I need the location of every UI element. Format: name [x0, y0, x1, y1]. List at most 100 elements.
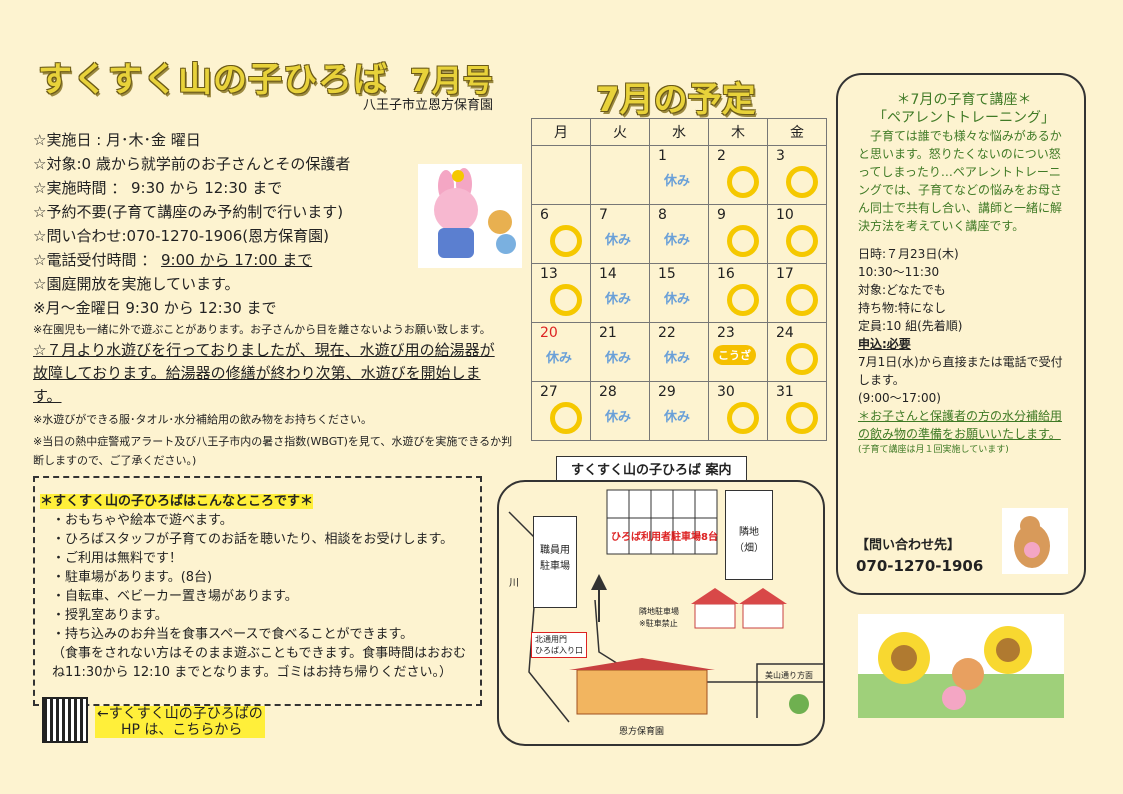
weekday-header: 水 [649, 118, 709, 146]
hp-line2: HP は、こちらから [121, 722, 243, 738]
calendar-day: 29 休み [649, 381, 709, 441]
open-day-icon [550, 402, 582, 434]
phone-hours-value: 9:00 から 17:00 まで [161, 251, 313, 269]
day-number: 28 [599, 384, 617, 400]
info-note2: ※水遊びができる服･タオル･水分補給用の飲み物をお持ちください。 [33, 413, 372, 426]
course-description: 子育ては誰でも様々な悩みがあるかと思います。怒りたくないのについ怒ってしまったり… [858, 129, 1063, 233]
about-item: （食事をされない方はそのまま遊ぶこともできます。食事時間はおおむ [52, 646, 467, 661]
info-garden: ☆園庭開放を実施しています。 [33, 275, 240, 293]
day-number: 31 [776, 384, 794, 400]
contact-label: 【問い合わせ先】 [856, 538, 961, 553]
sunflower-illustration [858, 614, 1064, 718]
course-date: 日時:７月23日(木) [858, 247, 959, 261]
day-number: 22 [658, 325, 676, 341]
about-item: ね11:30から 12:10 までとなります。ゴミはお持ち帰りください。） [52, 665, 453, 680]
rest-day-label: 休み [605, 351, 632, 366]
map-area: 職員用駐車場 川 ひろば利用者駐車場8台 隣地（畑） 隣地駐車場 ※駐車禁止 北… [497, 480, 825, 746]
calendar-day [590, 145, 650, 205]
rest-day-label: 休み [664, 174, 691, 189]
field-label: 隣地（畑） [725, 490, 773, 580]
day-number: 14 [599, 266, 617, 282]
calendar-day: 20 休み [531, 322, 591, 382]
staff-parking-label: 職員用駐車場 [533, 516, 577, 608]
calendar-day: 9 [708, 204, 768, 264]
rest-day-label: 休み [664, 292, 691, 307]
calendar-day: 15 休み [649, 263, 709, 323]
course-drink-note: ＊お子さんと保護者の方の水分補給用の飲み物の準備をお願いいたします。 [858, 409, 1063, 441]
course-heading: ＊7月の子育て講座＊ [896, 92, 1032, 108]
day-number: 7 [599, 207, 608, 223]
contact-phone: 070-1270-1906 [856, 557, 984, 575]
day-number: 16 [717, 266, 735, 282]
weekday-header: 木 [708, 118, 768, 146]
course-day-badge: こうざ [713, 345, 756, 365]
day-number: 6 [540, 207, 549, 223]
open-day-icon [786, 166, 818, 198]
course-apply: 7月1日(水)から直接または電話で受付します。 [858, 355, 1063, 387]
rest-day-label: 休み [664, 233, 691, 248]
kangaroo-illustration [1002, 508, 1068, 574]
calendar-day [531, 145, 591, 205]
info-target: ☆対象:0 歳から就学前のお子さんとその保護者 [33, 155, 351, 173]
calendar-day: 28 休み [590, 381, 650, 441]
rest-day-label: 休み [664, 351, 691, 366]
qr-code[interactable] [42, 697, 88, 743]
rest-day-label: 休み [605, 410, 632, 425]
day-number: 15 [658, 266, 676, 282]
info-days: ☆実施日 : 月･木･金 曜日 [33, 131, 201, 149]
title-text: すくすく山の子ひろば [38, 60, 388, 100]
calendar-day: 27 [531, 381, 591, 441]
course-time: 10:30～11:30 [858, 265, 940, 279]
day-number: 29 [658, 384, 676, 400]
about-item: ・駐車場があります。(8台) [52, 570, 213, 585]
course-apply-label: 申込:必要 [858, 337, 911, 351]
course-capacity: 定員:10 組(先着順) [858, 319, 963, 333]
rest-day-label: 休み [546, 351, 573, 366]
info-hours: ☆実施時間 ： 9:30 から 12:30 まで [33, 179, 283, 197]
map-title: すくすく山の子ひろば 案内 [556, 456, 747, 481]
rest-day-label: 休み [664, 410, 691, 425]
neighbor-parking-label: 隣地駐車場 [639, 607, 679, 616]
calendar-day: 21 休み [590, 322, 650, 382]
entrance-text: ひろば入り口 [535, 646, 583, 655]
open-day-icon [786, 284, 818, 316]
river-label: 川 [509, 578, 519, 589]
school-label: 恩方保育園 [619, 727, 665, 737]
phone-hours-label: ☆電話受付時間 ： [33, 251, 157, 269]
info-list: ☆実施日 : 月･木･金 曜日 ☆対象:0 歳から就学前のお子さんとその保護者 … [33, 128, 513, 470]
about-item: ・持ち込みのお弁当を食事スペースで食べることができます。 [52, 627, 414, 642]
rabbit-illustration [418, 164, 522, 268]
calendar-day: 2 [708, 145, 768, 205]
about-item: ・授乳室あります。 [52, 608, 168, 623]
course-bring: 持ち物:特になし [858, 301, 947, 315]
open-day-icon [786, 343, 818, 375]
day-number: 2 [717, 148, 726, 164]
calendar-day: 17 [767, 263, 827, 323]
day-number: 13 [540, 266, 558, 282]
calendar-day: 13 [531, 263, 591, 323]
weekday-header: 月 [531, 118, 591, 146]
hp-link-text[interactable]: ←すくすく山の子ひろばの HP は、こちらから [95, 706, 265, 738]
day-number: 27 [540, 384, 558, 400]
info-weekday: ※月～金曜日 9:30 から 12:30 まで [33, 299, 277, 317]
calendar-day: 10 [767, 204, 827, 264]
course-contact: 【問い合わせ先】 070-1270-1906 [856, 536, 983, 576]
day-number: 9 [717, 207, 726, 223]
calendar-day: 31 [767, 381, 827, 441]
calendar-day: 16 [708, 263, 768, 323]
day-number: 20 [540, 325, 558, 341]
info-note1: ※在園児も一緒に外で遊ぶことがあります。お子さんから目を離さないようお願い致しま… [33, 323, 491, 336]
day-number: 24 [776, 325, 794, 341]
day-number: 23 [717, 325, 735, 341]
entrance-label: 北通用門 ひろば入り口 [531, 632, 587, 658]
calendar-day: 30 [708, 381, 768, 441]
parking-label: ひろば利用者駐車場8台 [611, 532, 718, 543]
map-roads [508, 489, 823, 723]
calendar-day: 23 こうざ [708, 322, 768, 382]
day-number: 21 [599, 325, 617, 341]
